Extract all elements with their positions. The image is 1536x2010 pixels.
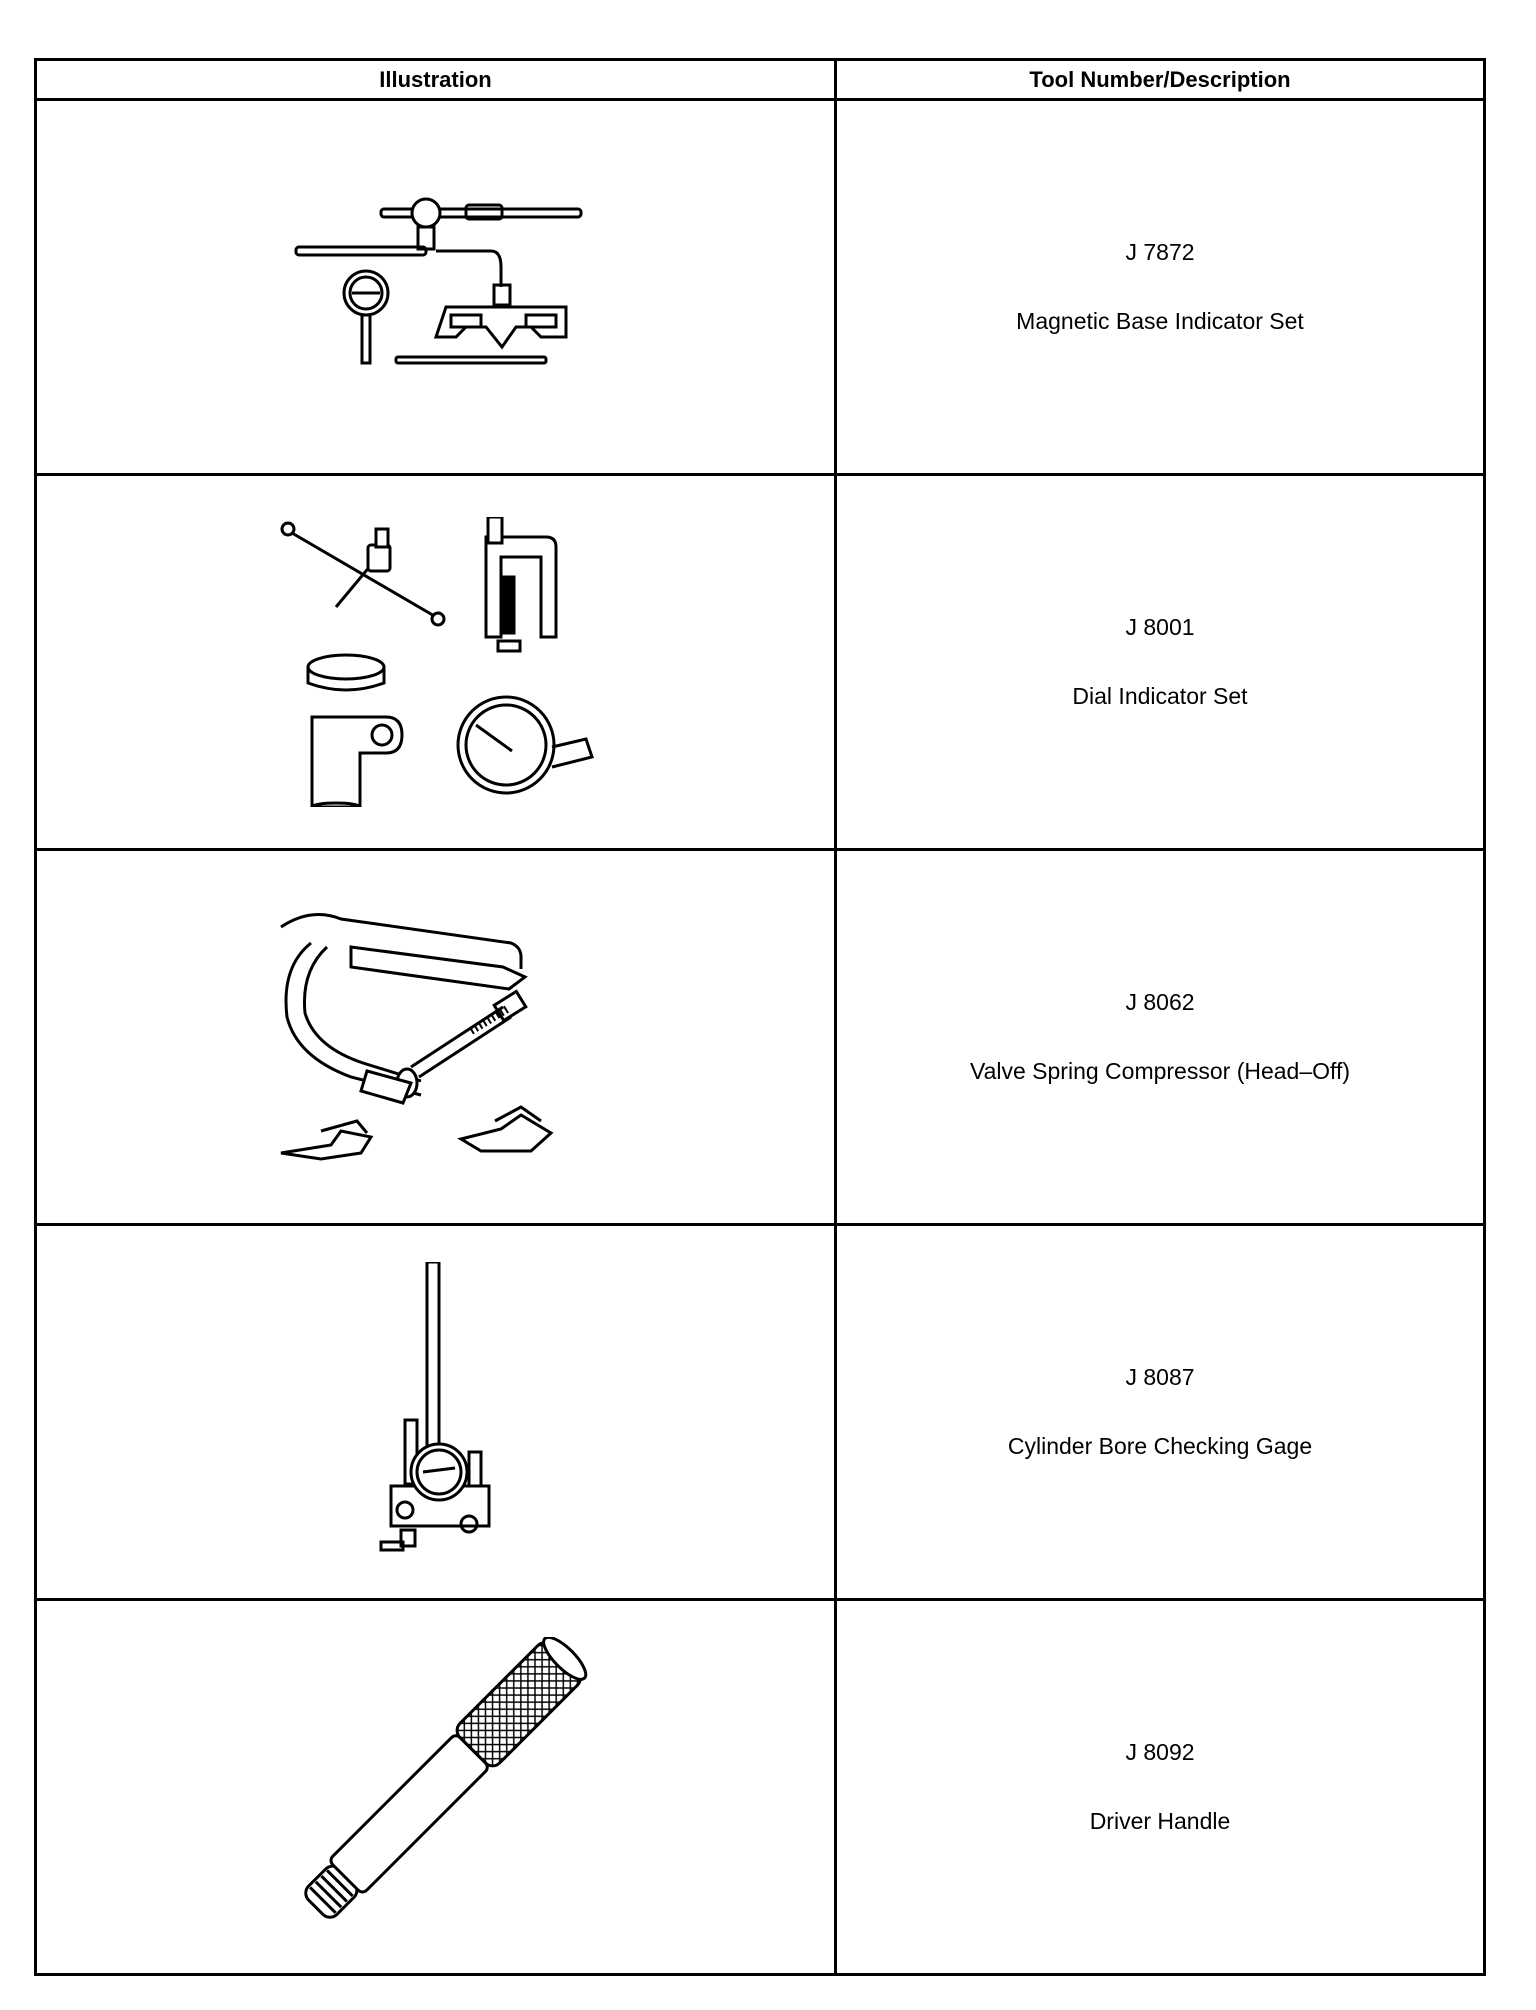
illustration-cell [34,1223,837,1601]
driver-handle-icon [303,1637,587,1919]
header-illustration: Illustration [34,58,837,101]
magnetic-base-indicator-set-icon [294,197,582,365]
dial-indicator-set-icon [280,517,594,807]
header-tool-number-description: Tool Number/Description [834,58,1486,101]
description-cell: J 8092 Driver Handle [834,1598,1486,1976]
tool-number: J 7872 [1125,239,1195,265]
tool-number: J 8092 [1125,1739,1195,1765]
description-cell: J 8087 Cylinder Bore Checking Gage [834,1223,1486,1601]
table-header-row: Illustration Tool Number/Description [34,58,1486,101]
table-row: J 8062 Valve Spring Compressor (Head–Off… [34,848,1486,1226]
tool-description: Driver Handle [1089,1808,1231,1834]
tool-description: Magnetic Base Indicator Set [1016,308,1304,334]
illustration-cell [34,848,837,1226]
illustration-cell [34,1598,837,1976]
description-cell: J 8001 Dial Indicator Set [834,473,1486,851]
illustration-cell [34,473,837,851]
tool-number: J 8001 [1125,614,1195,640]
table-row: J 8087 Cylinder Bore Checking Gage [34,1223,1486,1601]
tool-number: J 8062 [1125,989,1195,1015]
description-cell: J 7872 Magnetic Base Indicator Set [834,98,1486,476]
table-row: J 7872 Magnetic Base Indicator Set [34,98,1486,476]
valve-spring-compressor-icon [279,913,554,1161]
table-row: J 8092 Driver Handle [34,1598,1486,1976]
illustration-cell [34,98,837,476]
tool-description: Cylinder Bore Checking Gage [1007,1433,1313,1459]
tool-description: Valve Spring Compressor (Head–Off) [969,1058,1351,1084]
tool-table: Illustration Tool Number/Description [34,58,1486,1976]
table-row: J 8001 Dial Indicator Set [34,473,1486,851]
description-cell: J 8062 Valve Spring Compressor (Head–Off… [834,848,1486,1226]
tool-description: Dial Indicator Set [1072,683,1248,709]
tool-number: J 8087 [1125,1364,1195,1390]
cylinder-bore-gage-icon [379,1262,490,1552]
